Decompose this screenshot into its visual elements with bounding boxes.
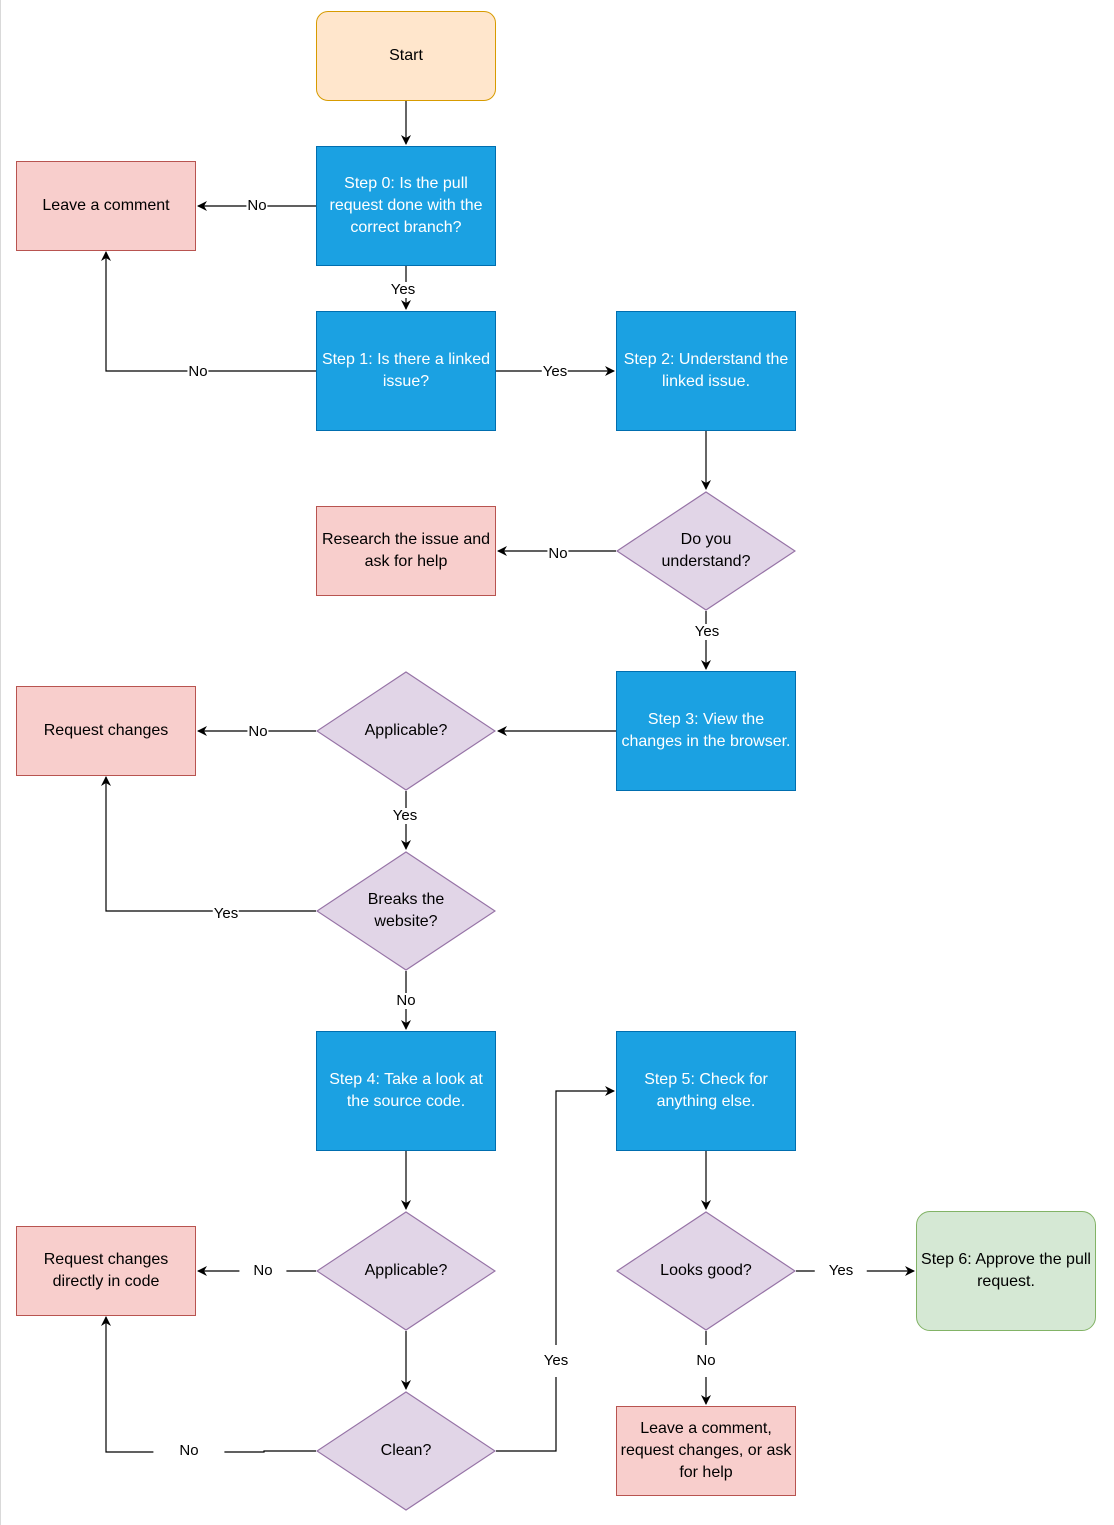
understand-label: Do you understand? — [661, 531, 751, 570]
edge-label-looks-good-yes: Yes — [814, 1263, 868, 1279]
step6-node: Step 6: Approve the pull request. — [916, 1211, 1096, 1331]
step5-node: Step 5: Check for anything else. — [616, 1031, 796, 1151]
step4-node: Step 4: Take a look at the source code. — [316, 1031, 496, 1151]
step2-node: Step 2: Understand the linked issue. — [616, 311, 796, 431]
research-node: Research the issue and ask for help — [316, 506, 496, 596]
clean-decision: Clean? — [316, 1391, 496, 1511]
leave-comment-node: Leave a comment — [16, 161, 196, 251]
edge-clean-yes — [496, 1086, 615, 1452]
edge-step1-no — [101, 251, 316, 372]
request-changes-node: Request changes — [16, 686, 196, 776]
edge-label-understand-yes: Yes — [693, 623, 721, 640]
edge-label-step0-yes: Yes — [389, 281, 417, 298]
edge-label-understand-no: No — [547, 545, 569, 562]
final-comment-node: Leave a comment, request changes, or ask… — [616, 1406, 796, 1496]
edge-label-applicable2-no: No — [239, 1263, 287, 1279]
edge-clean-no — [101, 1316, 316, 1453]
breaks-label: Breaks the website? — [367, 891, 445, 930]
start-node: Start — [316, 11, 496, 101]
looks-good-decision: Looks good? — [616, 1211, 796, 1331]
edge-breaks-yes — [101, 776, 316, 912]
edge-label-clean-yes: Yes — [541, 1345, 571, 1377]
edge-label-applicable1-yes: Yes — [391, 807, 419, 824]
clean-label: Clean? — [380, 1442, 432, 1459]
step0-node: Step 0: Is the pull request done with th… — [316, 146, 496, 266]
step3-node: Step 3: View the changes in the browser. — [616, 671, 796, 791]
applicable2-decision: Applicable? — [316, 1211, 496, 1331]
applicable1-decision: Applicable? — [316, 671, 496, 791]
edge-label-step0-no: No — [246, 197, 268, 214]
applicable1-label: Applicable? — [364, 722, 448, 739]
edge-label-looks-good-no: No — [694, 1345, 718, 1377]
step1-node: Step 1: Is there a linked issue? — [316, 311, 496, 431]
request-changes-code-node: Request changes directly in code — [16, 1226, 196, 1316]
edge-label-step1-yes: Yes — [541, 363, 569, 380]
edge-label-clean-no: No — [153, 1443, 225, 1459]
edge-label-applicable1-no: No — [247, 723, 269, 740]
breaks-decision: Breaks the website? — [316, 851, 496, 971]
edge-label-breaks-no: No — [395, 992, 417, 1009]
edge-label-breaks-yes: Yes — [212, 905, 240, 922]
applicable2-label: Applicable? — [364, 1262, 448, 1279]
understand-decision: Do you understand? — [616, 491, 796, 611]
looks-good-label: Looks good? — [660, 1262, 752, 1279]
edge-label-step1-no: No — [187, 363, 209, 380]
